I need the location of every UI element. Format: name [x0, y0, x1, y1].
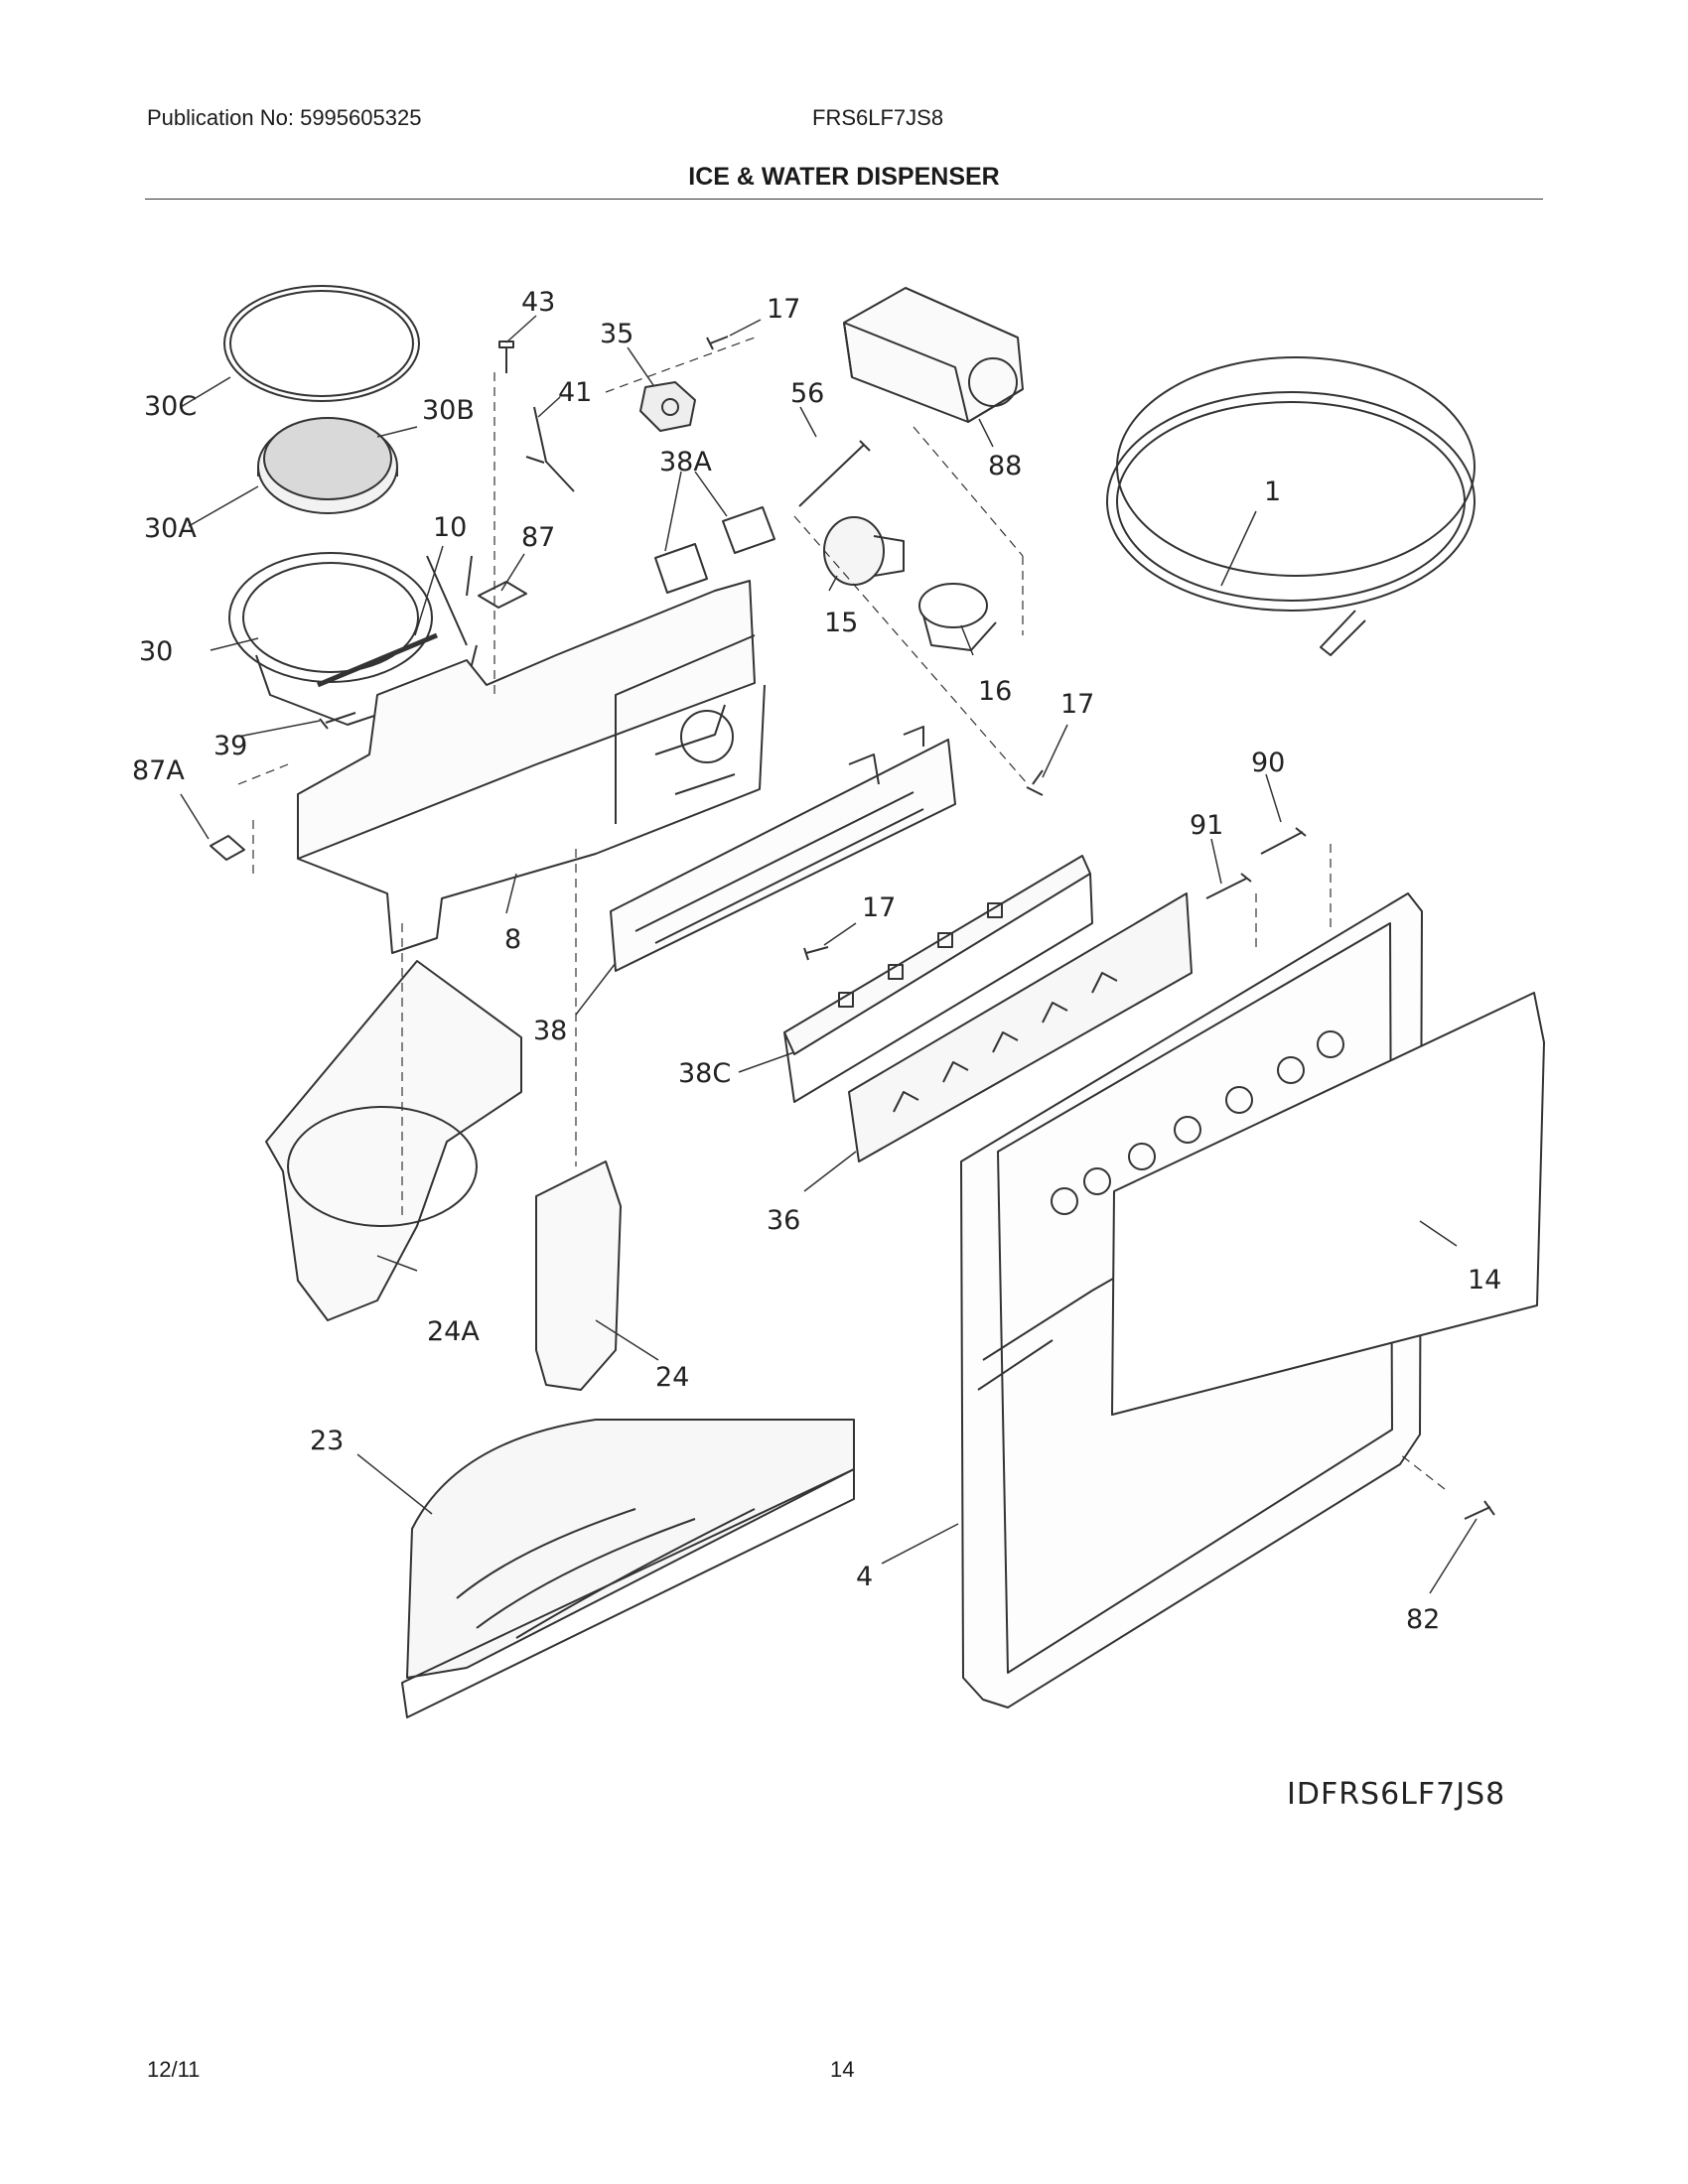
label-36: 36	[767, 1205, 800, 1236]
part-17-screw-mid	[1026, 769, 1044, 796]
label-82: 82	[1406, 1604, 1440, 1635]
model-number: FRS6LF7JS8	[812, 105, 944, 130]
footer-date: 12/11	[147, 2057, 201, 2082]
label-10: 10	[433, 512, 467, 543]
part-17-screw-top	[706, 336, 729, 350]
part-30a-filter-disk	[257, 417, 398, 514]
label-38a: 38A	[659, 447, 712, 478]
label-35: 35	[600, 319, 633, 349]
part-87-clip	[478, 581, 527, 609]
part-30c-ring	[223, 285, 420, 402]
label-88: 88	[988, 451, 1022, 481]
label-38: 38	[533, 1016, 567, 1046]
part-17-screw-low	[803, 946, 829, 961]
label-30c: 30C	[144, 391, 197, 422]
part-56-long-screw	[798, 440, 871, 507]
label-17-low: 17	[862, 892, 896, 923]
part-39-pin	[319, 712, 356, 730]
label-87: 87	[521, 522, 555, 553]
part-88-module-box	[843, 287, 1024, 423]
label-30a: 30A	[144, 513, 197, 544]
label-23: 23	[310, 1426, 344, 1456]
part-30-chute-door	[228, 552, 478, 726]
label-30: 30	[139, 636, 173, 667]
page-number: 14	[830, 2057, 855, 2082]
label-56: 56	[790, 378, 824, 409]
part-82-screw	[1464, 1500, 1495, 1520]
part-38a-switches	[654, 506, 775, 594]
part-23-drip-tray	[401, 1419, 855, 1718]
label-87a: 87A	[132, 755, 185, 786]
part-24-actuator	[535, 1160, 622, 1391]
part-38-control-board	[610, 726, 956, 972]
label-8: 8	[504, 924, 521, 955]
part-38c-board	[783, 855, 1093, 1103]
label-24: 24	[655, 1362, 689, 1393]
part-24a-ice-chute	[265, 960, 522, 1321]
label-17-top: 17	[767, 294, 800, 325]
label-91: 91	[1190, 810, 1223, 841]
part-90-pin	[1260, 827, 1307, 855]
part-41-lever	[525, 406, 575, 492]
part-1-water-tubing	[1106, 356, 1476, 656]
label-39: 39	[213, 731, 247, 761]
label-41: 41	[558, 377, 592, 408]
part-43-screw	[498, 341, 514, 373]
label-38c: 38C	[678, 1058, 731, 1089]
part-14-overlay	[1111, 992, 1545, 1416]
page-title: ICE & WATER DISPENSER	[688, 163, 1000, 191]
label-16: 16	[978, 676, 1012, 707]
label-17-mid: 17	[1060, 689, 1094, 720]
label-43: 43	[521, 287, 555, 318]
label-24a: 24A	[427, 1316, 480, 1347]
label-1: 1	[1264, 477, 1281, 507]
header-divider	[145, 199, 1543, 200]
part-87a-clip	[210, 835, 245, 861]
label-90: 90	[1251, 748, 1285, 778]
part-91-pin	[1205, 873, 1252, 899]
diagram-id: IDFRS6LF7JS8	[1287, 1777, 1506, 1812]
part-16-lamp-socket	[918, 583, 997, 651]
part-35-switch	[639, 381, 696, 432]
label-15: 15	[824, 608, 858, 638]
part-15-light-bulb	[823, 516, 905, 586]
label-30b: 30B	[422, 395, 475, 426]
part-36-bracket	[848, 892, 1193, 1162]
part-8-dispenser-housing	[297, 580, 766, 954]
label-14: 14	[1468, 1265, 1501, 1296]
publication-number: Publication No: 5995605325	[147, 105, 422, 130]
label-4: 4	[856, 1562, 873, 1592]
